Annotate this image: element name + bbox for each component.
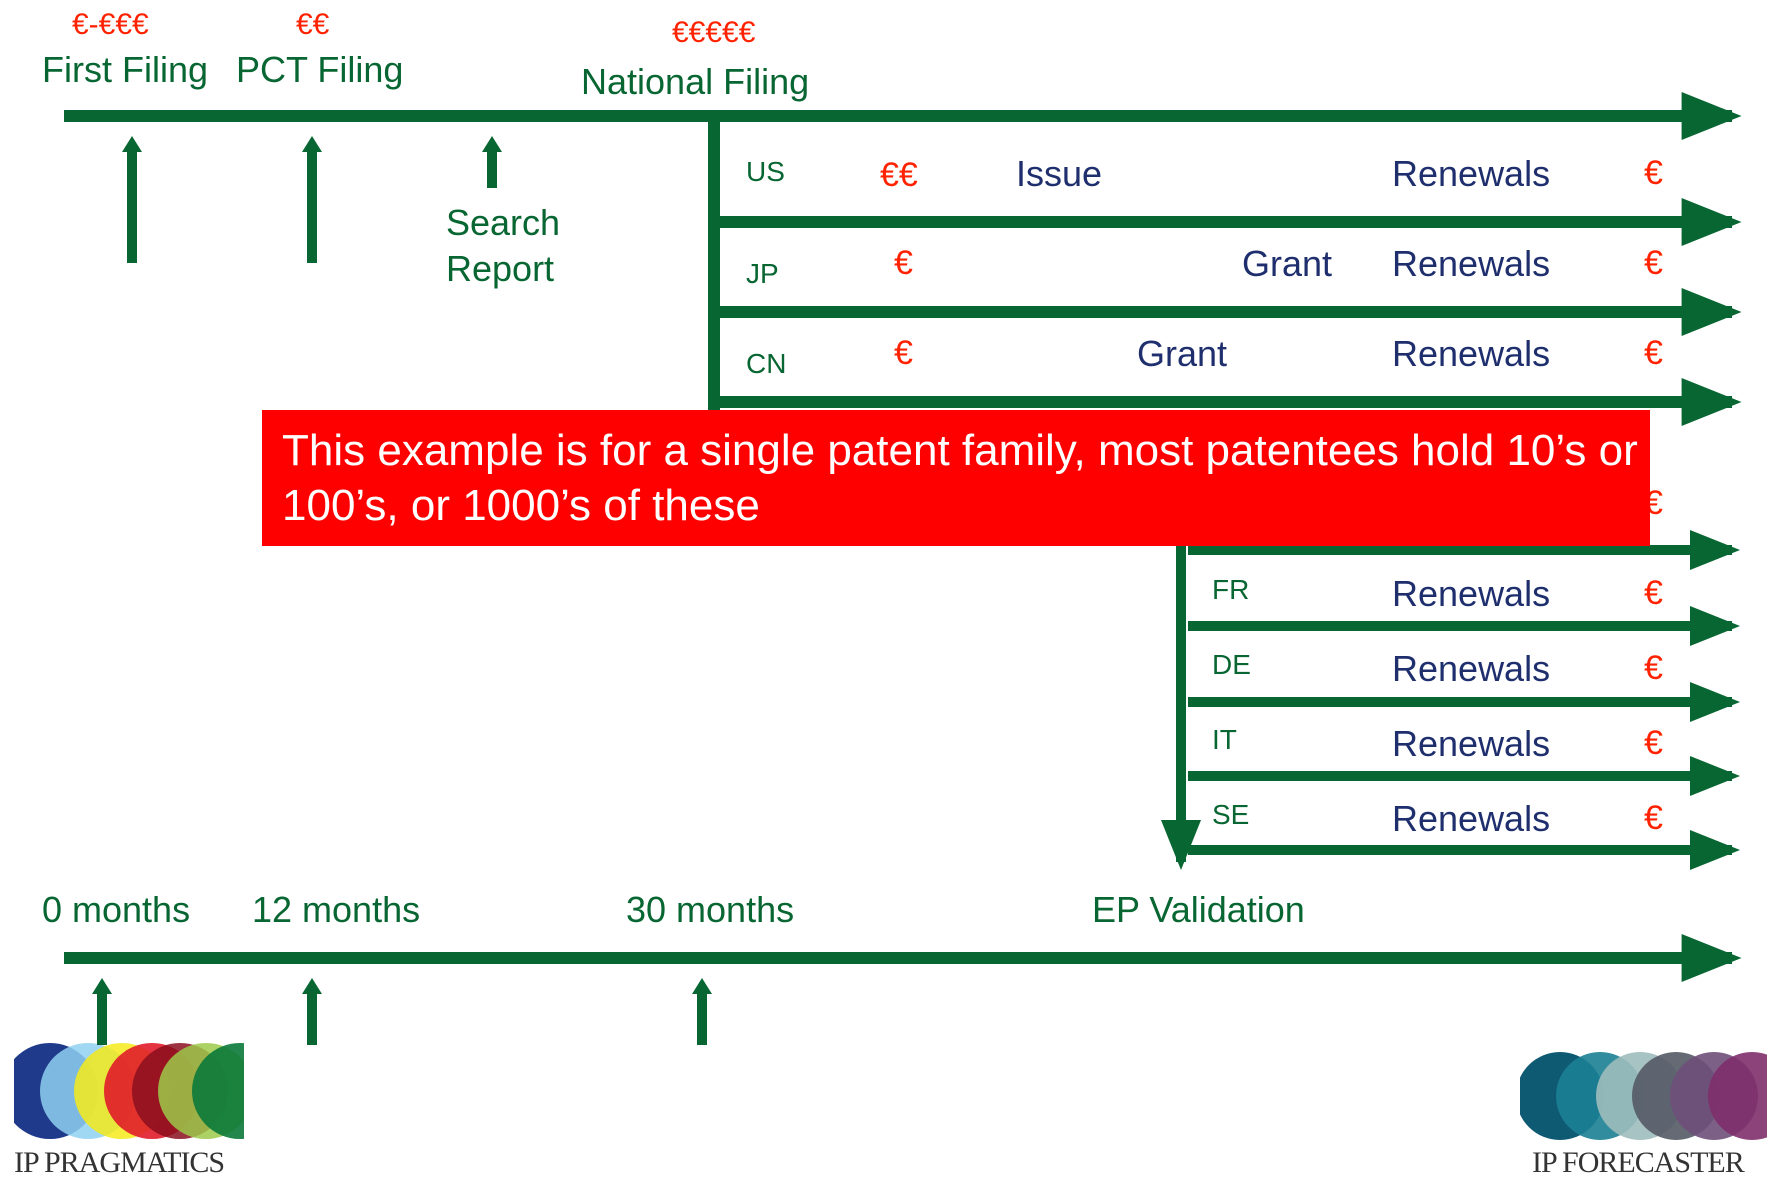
up-arrow-first-filing [122, 136, 142, 263]
up-arrow-pct-filing [302, 136, 322, 263]
label-ep-validation: EP Validation [1092, 889, 1305, 930]
country-fr: FR [1212, 574, 1250, 605]
us-issue: Issue [1016, 153, 1103, 194]
up-arrow-search-report [482, 136, 502, 188]
pct-filing-label: PCT Filing [236, 49, 404, 90]
country-us: US [746, 156, 785, 187]
ip-pragmatics-logo: IP PRAGMATICS [0, 1042, 260, 1182]
ip-pragmatics-logo-mark [14, 1043, 244, 1139]
cn-renewals: Renewals [1392, 333, 1551, 374]
country-se: SE [1212, 799, 1250, 830]
us-renewals: Renewals [1392, 153, 1551, 194]
label-12-months: 12 months [252, 889, 421, 930]
note-box: This example is for a single patent fami… [262, 410, 1650, 546]
note-text: This example is for a single patent fami… [282, 426, 1638, 530]
se-renewals: Renewals [1392, 798, 1551, 839]
national-filing-label: National Filing [581, 61, 810, 102]
jp-grant: Grant [1242, 243, 1333, 284]
cn-cost: € [894, 334, 913, 372]
ip-pragmatics-logo-text: IP PRAGMATICS [14, 1146, 225, 1179]
us-cost: €€ [880, 156, 918, 194]
ip-forecaster-logo-mark [1520, 1052, 1767, 1140]
jp-renewal-cost: € [1644, 244, 1663, 282]
ip-forecaster-logo-text: IP FORECASTER [1532, 1146, 1745, 1179]
it-renewal-cost: € [1644, 724, 1663, 762]
fr-renewals: Renewals [1392, 573, 1551, 614]
country-it: IT [1212, 724, 1237, 755]
national-filing-cost: €€€€€ [672, 16, 756, 49]
cn-renewal-cost: € [1644, 334, 1663, 372]
first-filing-label: First Filing [42, 49, 209, 90]
country-cn: CN [746, 348, 787, 379]
label-0-months: 0 months [42, 889, 191, 930]
country-jp: JP [746, 258, 779, 289]
up-arrow-30-months [692, 978, 712, 1045]
jp-cost: € [894, 244, 913, 282]
de-renewals: Renewals [1392, 648, 1551, 689]
up-arrow-12-months [302, 978, 322, 1045]
country-de: DE [1212, 649, 1251, 680]
pct-filing-cost: €€ [296, 8, 330, 41]
jp-renewals: Renewals [1392, 243, 1551, 284]
ip-forecaster-logo: IP FORECASTER [1500, 1042, 1767, 1182]
cn-grant: Grant [1137, 333, 1228, 374]
first-filing-cost: €-€€€ [72, 8, 149, 41]
up-arrow-0-months [92, 978, 112, 1045]
us-renewal-cost: € [1644, 154, 1663, 192]
se-renewal-cost: € [1644, 799, 1663, 837]
fr-renewal-cost: € [1644, 574, 1663, 612]
de-renewal-cost: € [1644, 649, 1663, 687]
search-report-label: Search Report [446, 202, 561, 289]
label-30-months: 30 months [626, 889, 795, 930]
it-renewals: Renewals [1392, 723, 1551, 764]
